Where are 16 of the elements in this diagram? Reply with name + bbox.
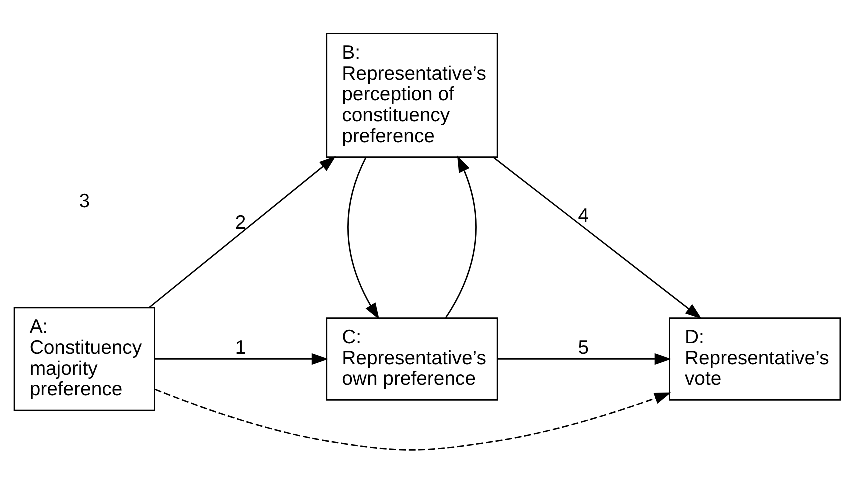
arrow xyxy=(497,353,672,366)
edge-label: 5 xyxy=(578,336,589,359)
arrow xyxy=(492,156,702,320)
arrow xyxy=(154,388,671,451)
node-box: B: Representative’s perception of constituency preference xyxy=(326,33,498,158)
edge-label: 4 xyxy=(578,205,589,228)
edge-label: 2 xyxy=(234,212,246,234)
node-box: C: Representative’s own preference xyxy=(326,318,498,401)
edge-label: 1 xyxy=(234,336,246,359)
node-box: D: Representative’s vote xyxy=(668,318,841,401)
arrow xyxy=(154,353,328,366)
arrow xyxy=(148,156,336,308)
arrow xyxy=(444,156,476,318)
label: 3 xyxy=(78,190,90,213)
arrow xyxy=(347,157,380,320)
node-box: A: Constituency majority preference xyxy=(13,307,155,412)
